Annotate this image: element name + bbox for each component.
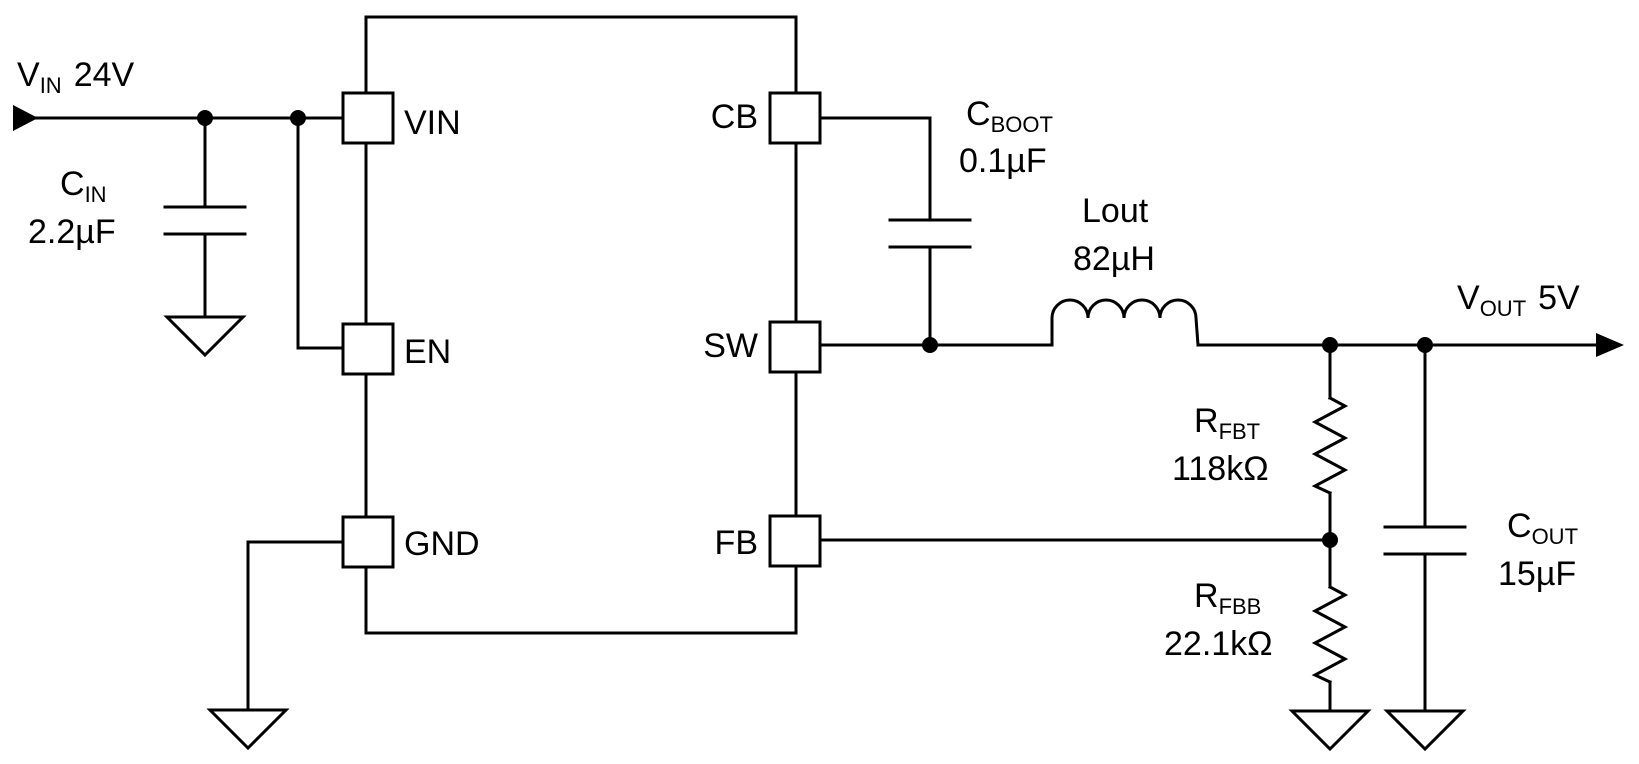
pin-label-sw: SW [703, 327, 758, 365]
pin-label-fb: FB [715, 524, 758, 562]
input-wiring [20, 116, 345, 712]
rfbt-label: RFBT [1194, 402, 1260, 444]
vout-output-arrow [1596, 333, 1624, 357]
pin-box-vin [341, 91, 395, 145]
cin-value: 2.2µF [28, 213, 116, 251]
junction-dot [1417, 337, 1433, 353]
vin-input-arrow [13, 105, 38, 131]
rfbt-resistor [1311, 395, 1349, 495]
pin-label-gnd: GND [404, 525, 480, 563]
junction-dot [197, 110, 213, 126]
cboot-capacitor [888, 218, 972, 249]
cout-ground-icon [1383, 709, 1467, 752]
pin-label-vin: VIN [404, 104, 461, 142]
lout-value: 82µH [1073, 240, 1155, 278]
rfbb-label: RFBB [1194, 577, 1261, 619]
cout-capacitor [1383, 525, 1467, 556]
junction-dot [922, 337, 938, 353]
pin-label-cb: CB [711, 98, 758, 136]
pin-box-sw [768, 320, 822, 374]
pin-box-fb [768, 514, 822, 568]
junction-dot [290, 110, 306, 126]
gnd-pin-ground-icon [206, 708, 290, 751]
lout-label: Lout [1082, 192, 1149, 230]
junction-dot [1322, 532, 1338, 548]
rfbt-value: 118kΩ [1172, 450, 1269, 488]
cin-capacitor [163, 205, 247, 236]
cout-value: 15µF [1498, 555, 1576, 593]
pin-label-en: EN [404, 333, 451, 371]
rfbb-ground-icon [1288, 709, 1372, 752]
pin-box-cb [768, 91, 822, 145]
rfbb-resistor [1311, 584, 1349, 684]
cboot-label: CBOOT [966, 95, 1053, 137]
junction-dot [1322, 337, 1338, 353]
cin-ground-icon [163, 315, 247, 358]
cboot-value: 0.1µF [959, 142, 1047, 180]
lout-inductor [1050, 298, 1200, 347]
cin-label: CIN [60, 165, 107, 207]
cout-label: COUT [1507, 507, 1578, 549]
rfbb-value: 22.1kΩ [1164, 625, 1273, 663]
pin-box-gnd [341, 515, 395, 569]
pin-box-en [341, 322, 395, 376]
